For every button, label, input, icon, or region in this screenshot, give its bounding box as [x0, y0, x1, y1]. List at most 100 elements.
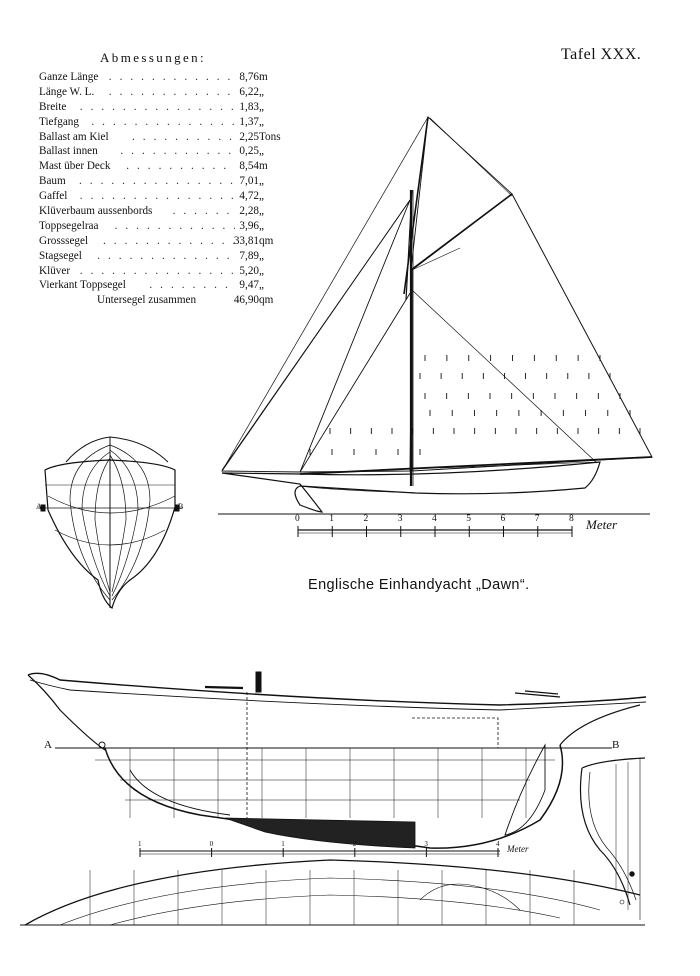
mainsail: [411, 193, 653, 472]
dimension-value: 7,01: [239, 175, 259, 188]
sail-plan-scale: [297, 526, 573, 537]
dimension-label: Untersegel zusammen: [97, 294, 197, 307]
topsail-yard: [403, 116, 429, 295]
dimension-value: 5,20: [239, 264, 259, 277]
section-label-right: B: [178, 502, 184, 511]
leader-dots: . . . . . . . . . . . . . . . . . . . .: [79, 100, 235, 113]
leader-dots: . . . . . . . . . . . . . . . . . . . .: [79, 190, 235, 203]
body-plan-stations: [47, 444, 176, 601]
dimension-unit: qm: [259, 234, 274, 247]
sail-keel-line: [299, 485, 421, 494]
dimension-row: Klüverbaum aussenbords . . . . . . . . . …: [39, 204, 289, 219]
dimension-value: 0,25: [239, 145, 259, 158]
dimension-row: Stagsegel. . . . . . . . . . . . . . . .…: [39, 249, 289, 264]
sheet-line: [439, 461, 598, 469]
dimension-value: 8,54: [239, 160, 259, 173]
dimension-value: 7,89: [239, 249, 259, 262]
topsail: [410, 116, 513, 271]
dimension-label: Toppsegelraa: [39, 219, 99, 232]
leader-dots: . . . . . . . . . . . . . . . . . . . .: [114, 219, 235, 232]
lines-scale-unit: Meter: [507, 844, 529, 854]
scale-tick-label: 3: [397, 514, 403, 524]
scale-tick-label: 0: [295, 514, 300, 524]
body-plan-sheer: [65, 436, 169, 463]
bow-fitting: [98, 741, 106, 749]
forestay: [221, 199, 411, 471]
half-breadth-waterlines: [59, 877, 601, 926]
dimension-value: 8,76: [239, 71, 259, 83]
scale-tick-label: 7: [534, 514, 540, 524]
leader-dots: . . . . . . . . . . . . . . . . . . . .: [79, 175, 235, 188]
body-plan-marker-right: [174, 504, 180, 512]
plate-number: Tafel XXX.: [561, 46, 642, 63]
mast-step: [255, 671, 262, 693]
dimension-unit: „: [259, 264, 264, 277]
cabin-top: [204, 685, 244, 690]
leader-dots: . . . . . . . . . . . . . . . . . . . .: [149, 279, 235, 292]
body-plan-marker-left: [40, 504, 46, 512]
dimension-unit: „: [259, 175, 264, 188]
waterline-label-right: B: [612, 739, 620, 751]
dimension-label: Ganze Länge: [39, 71, 99, 83]
dimension-row: Ballast am Kiel. . . . . . . . . . . . .…: [39, 130, 289, 145]
dimensions-table: Ganze Länge . . . . . . . . . . . . . . .…: [39, 70, 289, 308]
reef-points: [309, 355, 641, 455]
dimension-unit: „: [259, 100, 264, 113]
plate-caption: Englische Einhandyacht „Dawn“.: [308, 577, 530, 593]
dimension-unit: m: [259, 160, 268, 173]
scale-tick-label: 2: [352, 840, 357, 848]
dimension-value: 46,90: [233, 294, 259, 307]
leader-dots: . . . . . . . . . . . . . . . . . . . .: [97, 249, 235, 262]
dimension-label: Tiefgang: [39, 115, 79, 128]
profile-stem: [27, 674, 106, 751]
half-breadth-stations: [89, 870, 575, 925]
dimension-value: 4,72: [239, 190, 259, 203]
leader-dots: . . . . . . . . . . . . . . . . . . . .: [126, 160, 235, 173]
dimension-unit: Tons: [259, 130, 281, 143]
profile-rail: [29, 679, 647, 711]
staysail: [299, 288, 413, 473]
sail-plan-scale-unit: Meter: [586, 517, 618, 532]
leader-dots: . . . . . . . . . . . . . . . . . . . .: [132, 130, 235, 143]
profile-keel: [104, 744, 564, 849]
dimension-value: 33,81: [233, 234, 259, 247]
topmast: [405, 189, 413, 301]
scale-tick-label: 4: [432, 514, 437, 524]
dimension-unit: „: [259, 115, 264, 128]
dimension-value: 9,47: [239, 279, 259, 292]
dimension-unit: „: [259, 145, 264, 158]
dimension-unit: „: [259, 190, 264, 203]
dimension-label: Klüver: [39, 264, 71, 277]
scale-tick-label: 0: [209, 840, 214, 848]
sail-plan: [218, 116, 653, 515]
peak-halyard: [429, 117, 513, 197]
leader-dots: . . . . . . . . . . . . . . . . . . . .: [172, 205, 235, 218]
dimension-row: Klüver . . . . . . . . . . . . . . . . . …: [39, 264, 289, 279]
dimension-label: Vierkant Toppsegel: [39, 279, 126, 292]
scale-tick-label: 1: [281, 840, 285, 848]
dimension-label: Breite: [39, 100, 67, 113]
profile-plan: [27, 671, 647, 849]
scale-tick-label: 6: [500, 514, 506, 524]
scale-tick-label: 5: [466, 514, 471, 524]
dimension-unit: „: [259, 205, 264, 218]
dimension-row: Toppsegelraa . . . . . . . . . . . . . . …: [39, 219, 289, 234]
dimension-row: Länge W. L.. . . . . . . . . . . . . . .…: [39, 85, 289, 100]
dimension-value: 1,83: [239, 100, 259, 113]
scale-tick-label: 2: [363, 514, 369, 524]
dimension-label: Klüverbaum aussenbords: [39, 205, 153, 218]
dimension-unit: „: [259, 85, 264, 98]
scale-tick-label: 1: [138, 840, 142, 848]
throat-line: [411, 247, 461, 271]
dimension-row: Ballast innen. . . . . . . . . . . . . .…: [39, 144, 289, 159]
dimension-unit: „: [259, 249, 264, 262]
dimension-label: Ballast innen: [39, 145, 98, 158]
body-plan: [38, 436, 182, 610]
leader-dots: . . . . . . . . . . . . . . . . . . . .: [79, 264, 235, 277]
dimension-value: 2,28: [239, 205, 259, 218]
dimension-value: 6,22: [239, 85, 259, 98]
profile-sheer: [27, 672, 647, 706]
